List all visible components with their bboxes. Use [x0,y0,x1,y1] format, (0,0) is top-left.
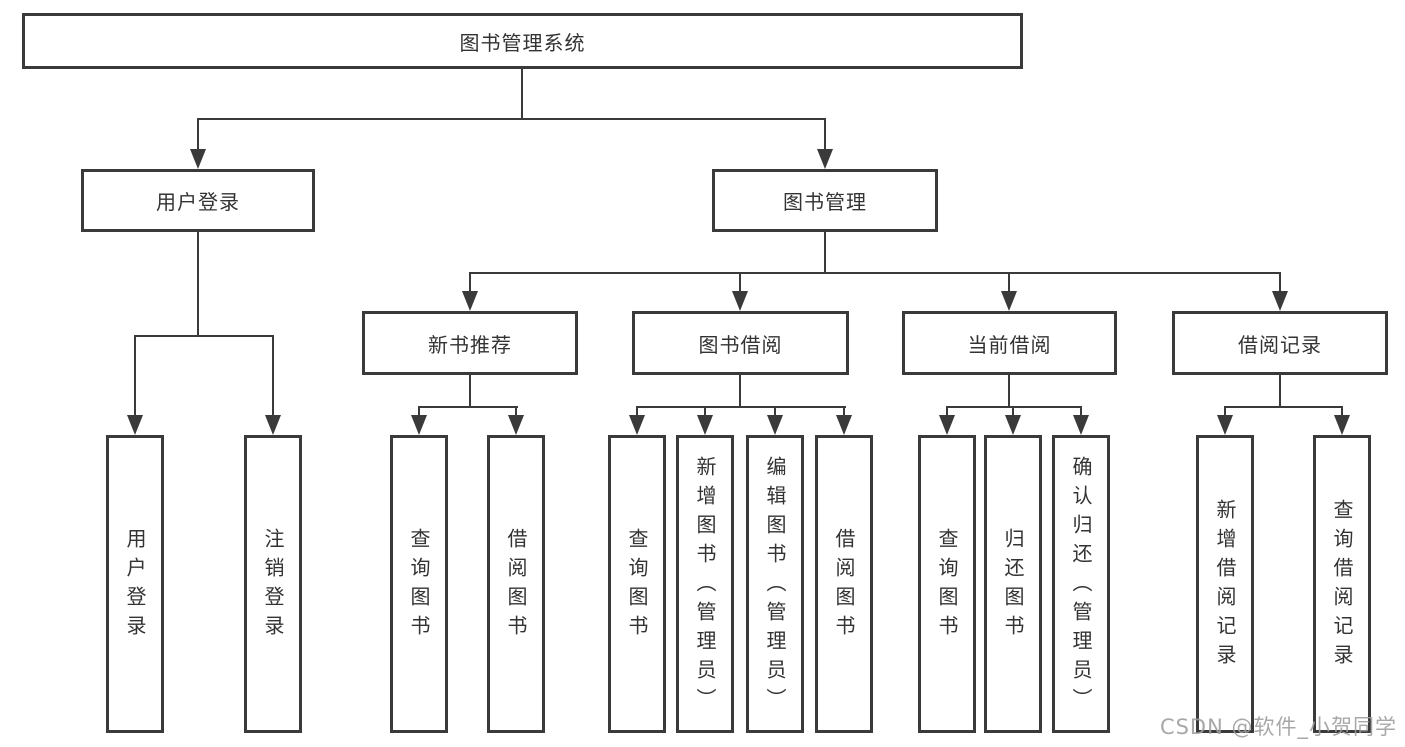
arrow-down-icon [1001,291,1017,311]
node-book-management: 图书管理 [712,169,938,232]
leaf-query-books: 查询图书 [918,435,976,733]
leaf-add-books-admin: 新增图书（管理员） [676,435,734,733]
connector-line [636,406,846,408]
connector-line [418,406,420,418]
leaf-edit-books-admin: 编辑图书（管理员） [746,435,804,733]
arrow-down-icon [697,415,713,435]
leaf-query-borrow-record: 查询借阅记录 [1313,435,1371,733]
connector-line [843,406,845,418]
leaf-borrow-books: 借阅图书 [487,435,545,733]
node-new-book-recommendation: 新书推荐 [362,311,578,375]
connector-line [197,118,826,120]
arrow-down-icon [1334,415,1350,435]
connector-line [469,272,1281,274]
connector-line [774,406,776,418]
arrow-down-icon [508,415,524,435]
connector-line [1008,272,1010,293]
connector-line [1224,406,1343,408]
connector-line [704,406,706,418]
leaf-confirm-return-admin: 确认归还（管理员） [1052,435,1110,733]
arrow-down-icon [836,415,852,435]
arrow-down-icon [1272,291,1288,311]
connector-line [824,232,826,272]
connector-line [1341,406,1343,418]
leaf-return-books: 归还图书 [984,435,1042,733]
leaf-logout: 注销登录 [244,435,302,733]
connector-line [1008,375,1010,406]
node-book-borrowing: 图书借阅 [632,311,849,375]
leaf-add-borrow-record: 新增借阅记录 [1196,435,1254,733]
connector-line [521,68,523,118]
leaf-borrow-books: 借阅图书 [815,435,873,733]
connector-line [739,272,741,293]
leaf-query-books: 查询图书 [390,435,448,733]
connector-line [134,335,136,417]
node-current-borrowing: 当前借阅 [902,311,1117,375]
connector-line [946,406,1082,408]
connector-line [739,375,741,406]
node-library-system: 图书管理系统 [22,13,1023,69]
arrow-down-icon [1073,415,1089,435]
arrow-down-icon [732,291,748,311]
connector-line [946,406,948,418]
arrow-down-icon [1217,415,1233,435]
connector-line [469,375,471,406]
connector-line [272,335,274,417]
connector-line [1279,272,1281,293]
connector-line [1080,406,1082,418]
connector-line [1012,406,1014,418]
connector-line [418,406,518,408]
connector-line [469,272,471,293]
arrow-down-icon [1005,415,1021,435]
node-user-login: 用户登录 [81,169,315,232]
watermark: CSDN @软件_小贺同学 [1159,715,1397,739]
connector-line [824,118,826,152]
connector-line [515,406,517,418]
connector-line [1224,406,1226,418]
arrow-down-icon [767,415,783,435]
arrow-down-icon [817,149,833,169]
node-borrowing-records: 借阅记录 [1172,311,1388,375]
leaf-query-books: 查询图书 [608,435,666,733]
arrow-down-icon [462,291,478,311]
arrow-down-icon [629,415,645,435]
connector-line [197,118,199,152]
connector-line [1279,375,1281,406]
connector-line [134,335,274,337]
leaf-user-login: 用户登录 [106,435,164,733]
arrow-down-icon [939,415,955,435]
connector-line [636,406,638,418]
arrow-down-icon [190,149,206,169]
arrow-down-icon [265,415,281,435]
arrow-down-icon [411,415,427,435]
connector-line [197,232,199,335]
arrow-down-icon [127,415,143,435]
